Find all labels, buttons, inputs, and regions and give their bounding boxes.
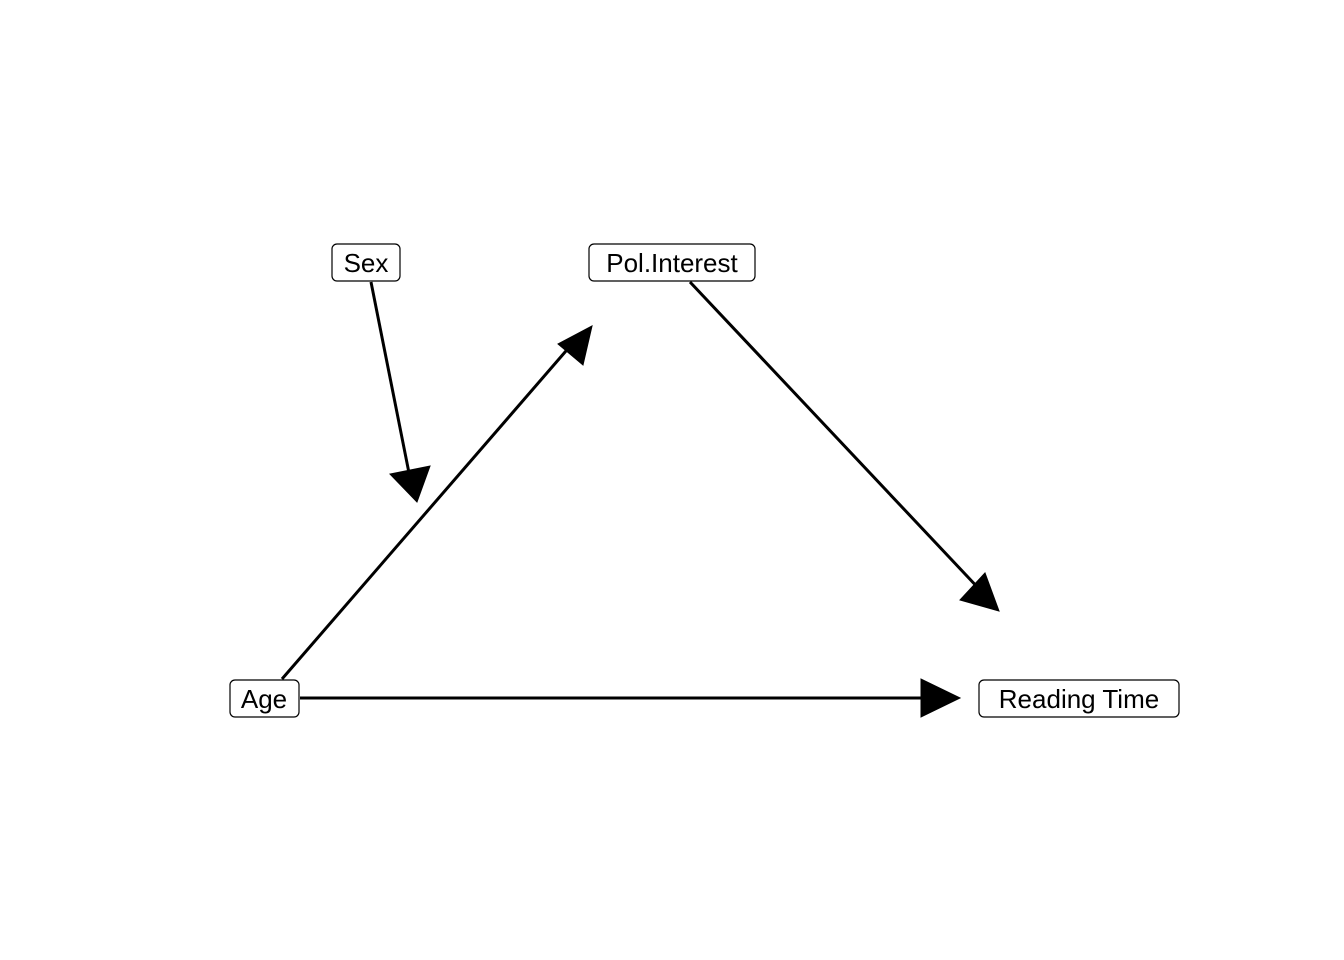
nodes: Sex Pol.Interest Age Reading Time bbox=[229, 243, 1180, 718]
node-sex-label: Sex bbox=[344, 248, 389, 278]
node-pol-interest-label: Pol.Interest bbox=[606, 248, 738, 278]
edge-sex-to-age-pol-edge bbox=[369, 281, 431, 503]
edge-age-to-pol-interest bbox=[280, 325, 593, 680]
edges bbox=[280, 280, 1000, 718]
node-pol-interest[interactable]: Pol.Interest bbox=[588, 243, 756, 282]
edge-age-to-reading-time bbox=[300, 678, 962, 718]
node-sex[interactable]: Sex bbox=[331, 243, 401, 282]
node-age-label: Age bbox=[241, 684, 287, 714]
node-reading-time-label: Reading Time bbox=[999, 684, 1159, 714]
edge-pol-interest-to-reading-time bbox=[688, 280, 1000, 612]
node-reading-time[interactable]: Reading Time bbox=[978, 679, 1180, 718]
node-age[interactable]: Age bbox=[229, 679, 300, 718]
